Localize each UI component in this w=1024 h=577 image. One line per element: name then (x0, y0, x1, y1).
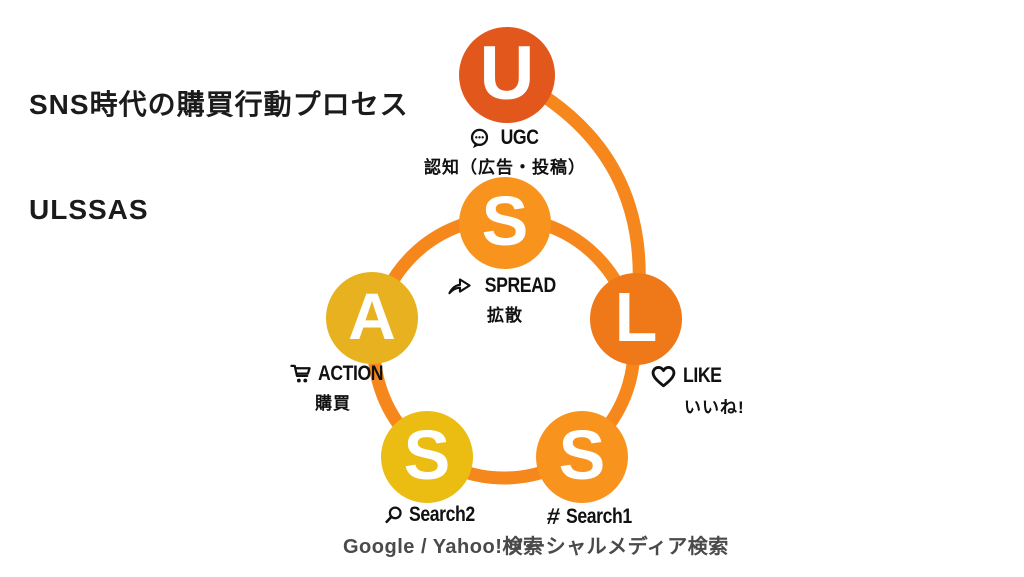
footnote-search1: ソーシャルメディア検索 (505, 536, 729, 558)
speech-bubble-icon (468, 128, 491, 149)
node-ugc-letter: U (479, 30, 535, 116)
label-action-text: ACTION (318, 362, 384, 385)
label-search2-text: Search2 (409, 503, 475, 526)
node-search1-letter: S (558, 416, 606, 494)
page-title-line1: SNS時代の購買行動プロセス (29, 89, 409, 120)
node-search2: S (381, 411, 473, 503)
label-action-sub: 購買 (315, 394, 351, 413)
label-like-text: LIKE (683, 364, 722, 387)
label-search1: # Search1 (545, 503, 644, 530)
label-spread-sub: 拡散 (487, 306, 523, 325)
cart-icon (289, 362, 312, 386)
page-title-line2: ULSSAS (29, 194, 149, 225)
label-search1-text: Search1 (565, 504, 632, 528)
node-like-letter: L (614, 278, 658, 356)
footnote-search2: Google / Yahoo!検索 (343, 536, 544, 558)
label-ugc-sub: 認知（広告・投稿） (424, 158, 586, 177)
node-spread: S (459, 177, 551, 269)
label-spread: SPREAD 拡散 (355, 274, 655, 326)
node-action-letter: A (348, 279, 396, 353)
node-ugc: U (459, 27, 555, 123)
page-title: SNS時代の購買行動プロセス ULSSAS (29, 17, 409, 297)
label-action: ACTION 購買 (289, 362, 396, 414)
label-like-sub: いいね! (684, 398, 745, 417)
node-action: A (326, 272, 418, 364)
share-arrow-icon (447, 276, 472, 296)
hashtag-icon: # (545, 503, 562, 529)
label-spread-text: SPREAD (484, 274, 557, 297)
node-spread-letter: S (481, 182, 529, 260)
label-ugc-text: UGC (500, 126, 539, 149)
label-like: LIKE いいね! (650, 364, 745, 418)
label-ugc: UGC 認知（広告・投稿） (355, 126, 655, 178)
node-like: L (590, 273, 682, 365)
node-search1: S (536, 411, 628, 503)
node-search2-letter: S (403, 416, 451, 494)
heart-icon (650, 365, 677, 388)
magnifier-icon (384, 505, 403, 525)
label-search2: Search2 (384, 503, 487, 527)
